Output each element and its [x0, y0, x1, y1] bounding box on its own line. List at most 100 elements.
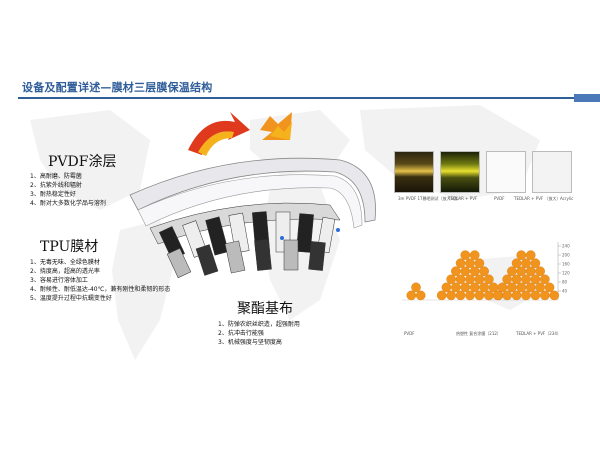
list-item: 2、抗紫外线和辐射	[30, 182, 82, 189]
y-tick-label: 200	[562, 253, 570, 258]
chart-marker	[451, 282, 461, 293]
chart-marker	[469, 282, 480, 293]
chart-bar-pyramid	[436, 250, 504, 301]
list-item: 5、温度提升过程中抗蠕变性好	[30, 295, 112, 302]
test-photo	[486, 151, 526, 193]
y-tick-label: 120	[562, 271, 570, 276]
polyester-base-label: 聚酯基布	[237, 301, 293, 317]
chart-marker	[436, 290, 447, 301]
list-item: 1、防弹农织丝织造，超强耐用	[218, 321, 300, 328]
chart-marker	[521, 290, 531, 301]
y-tick-label: 80	[562, 280, 568, 285]
chart-category-label: PVDF	[404, 331, 415, 336]
chart-bar-pyramid	[406, 282, 426, 301]
chart-marker	[479, 266, 489, 277]
chart-marker	[474, 258, 485, 269]
chart-marker	[521, 274, 531, 285]
chart-marker	[465, 258, 475, 269]
chart-marker	[484, 274, 494, 285]
polyester-fabric-layer	[149, 202, 341, 279]
chart-marker	[544, 282, 555, 293]
photo-caption: TEDLAR + PVF	[448, 196, 478, 201]
chart-marker	[511, 258, 522, 269]
test-photo	[440, 151, 480, 193]
chart-marker	[455, 274, 466, 285]
list-item: 1、高耐磨、防霉菌	[30, 173, 82, 180]
chart-bar-pyramid	[492, 250, 560, 301]
chart-marker	[530, 258, 541, 269]
chart-marker	[535, 266, 545, 277]
photo-caption: Acrylic	[560, 196, 574, 201]
chart-marker	[502, 290, 512, 301]
chart-marker	[549, 290, 560, 301]
chart-marker	[521, 258, 531, 269]
chart-marker	[502, 274, 512, 285]
chart-marker	[451, 266, 461, 277]
list-item: 3、耐热稳定性好	[30, 191, 76, 198]
list-item: 4、耐对大多数化学品与溶剂	[30, 200, 106, 207]
chart-marker	[411, 282, 421, 293]
test-photo	[394, 151, 434, 193]
chart-marker	[446, 290, 456, 301]
chart-marker	[484, 290, 494, 301]
list-item: 1、无毒无味、全绿色膜材	[30, 259, 100, 266]
chart-marker	[488, 282, 499, 293]
photo-caption: TEDLAR + PVF （放大）	[514, 196, 561, 201]
chart-marker	[441, 282, 452, 293]
title-underline	[18, 97, 594, 99]
chart-marker	[474, 290, 485, 301]
list-item: 3、机械强度与坚韧度高	[218, 339, 282, 346]
chart-marker	[446, 274, 456, 285]
chart-marker	[525, 266, 536, 277]
photo-caption: 3m PVDF 1T暴晒测试（放大5倍）	[398, 196, 462, 201]
chart-marker	[474, 274, 485, 285]
chart-marker	[497, 282, 508, 293]
chart-marker	[516, 282, 527, 293]
chart-marker	[516, 250, 527, 260]
pvdf-feature-list: 1、高耐磨、防霉菌 2、抗紫外线和辐射 3、耐热稳定性好 4、耐对大多数化学品与…	[30, 172, 106, 208]
chart-marker	[469, 266, 480, 277]
chart-marker	[465, 290, 475, 301]
polyester-feature-list: 1、防弹农织丝织造，超强耐用 2、抗冲击行能强 3、机械强度与坚韧度高	[218, 320, 300, 347]
list-item: 3、容易进行溶体加工	[30, 277, 88, 284]
photo-caption: PVDF	[494, 196, 505, 201]
chart-marker	[406, 290, 417, 301]
chart-marker	[415, 290, 426, 301]
chart-category-label: TEDLAR + PVF（234）	[516, 331, 561, 336]
pvdf-coating-label: PVDF涂层	[48, 154, 117, 170]
list-item: 2、抗冲击行能强	[218, 330, 264, 337]
tpu-layer	[137, 174, 363, 229]
chart-marker	[507, 282, 517, 293]
test-photo	[532, 151, 572, 193]
title-accent-bar	[574, 94, 600, 102]
tpu-membrane-label: TPU膜材	[40, 239, 99, 255]
y-tick-label: 160	[562, 262, 570, 267]
chart-marker	[540, 290, 550, 301]
chart-marker	[511, 274, 522, 285]
chart-marker	[535, 282, 545, 293]
list-item: 4、耐候性、耐低温达-40℃，兼有刚性和柔韧的形态	[30, 286, 171, 293]
chart-marker	[455, 290, 466, 301]
page-title: 设备及配置详述—膜材三层膜保温结构	[22, 81, 213, 94]
test-photo-strip	[394, 151, 578, 193]
y-tick-label: 240	[562, 244, 570, 249]
tpu-feature-list: 1、无毒无味、全绿色膜材 2、挠度高，超高的透光率 3、容易进行溶体加工 4、耐…	[30, 258, 170, 303]
durability-chart: 240 200 160 120 80 40	[402, 242, 570, 301]
chart-marker	[540, 274, 550, 285]
chart-marker	[460, 266, 471, 277]
chart-marker	[460, 282, 471, 293]
chart-marker	[492, 290, 503, 301]
chart-marker	[469, 250, 480, 260]
list-item: 2、挠度高，超高的透光率	[30, 268, 100, 275]
chart-marker	[525, 282, 536, 293]
y-tick-label: 40	[562, 289, 568, 294]
chart-marker	[479, 282, 489, 293]
heat-arrow-icon	[188, 112, 292, 156]
chart-marker	[530, 274, 541, 285]
chart-category-label: 热塑性 复合涂膜（212）	[456, 331, 501, 336]
chart-marker	[460, 250, 471, 260]
chart-marker	[507, 266, 517, 277]
pvdf-layer	[129, 157, 376, 223]
chart-marker	[530, 290, 541, 301]
